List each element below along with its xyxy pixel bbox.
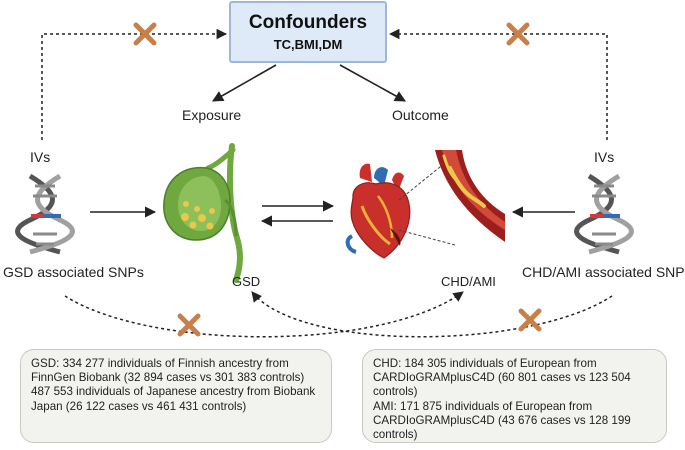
- confounder-to-outcome-arrow: [339, 64, 406, 102]
- gsd-snps-label: GSD associated SNPs: [3, 264, 144, 280]
- gsd-snps-to-chd-path: [64, 291, 464, 338]
- exposure-label: Exposure: [182, 107, 242, 123]
- gsd-info-box: GSD: 334 277 individuals of Finnish ance…: [20, 349, 332, 443]
- confounders-box: Confounders TC,BMI,DM: [229, 1, 387, 63]
- gallbladder-liver-icon: [163, 143, 243, 283]
- cross-mark-icon: [177, 313, 201, 337]
- gsd-label: GSD: [232, 274, 261, 289]
- gsd-info-line-2: 487 553 individuals of Japanese ancestry…: [31, 385, 316, 413]
- cross-mark-icon: [518, 308, 542, 332]
- cross-mark-icon: [133, 22, 157, 46]
- chd-info-line-2: AMI: 171 875 individuals of European fro…: [373, 399, 631, 442]
- ivs-left-label: IVs: [30, 149, 51, 165]
- iv-to-confounder-left-path: [41, 28, 228, 140]
- confounders-title: Confounders: [248, 12, 368, 33]
- chd-snps-label: CHD/AMI associated SNPs: [522, 264, 685, 280]
- chd-info-box: CHD: 184 305 individuals of European fro…: [362, 349, 667, 443]
- confounder-to-exposure-arrow: [212, 64, 277, 102]
- chd-ami-label: CHD/AMI: [441, 274, 496, 289]
- ivs-right-label: IVs: [594, 149, 615, 165]
- dna-helix-icon: [574, 173, 634, 255]
- cross-mark-icon: [506, 22, 530, 46]
- dna-helix-icon: [15, 173, 75, 255]
- confounders-subtitle: TC,BMI,DM: [273, 37, 343, 52]
- iv-to-confounder-right-path: [388, 28, 608, 140]
- zoom-connector-line: [398, 229, 456, 246]
- gsd-info-line-1: GSD: 334 277 individuals of Finnish ance…: [31, 357, 305, 385]
- heart-icon: [345, 163, 411, 259]
- chd-snps-to-gsd-path: [251, 291, 613, 338]
- chd-info-line-1: CHD: 184 305 individuals of European fro…: [373, 357, 631, 399]
- artery-plaque-icon: [435, 150, 505, 242]
- outcome-label: Outcome: [392, 107, 449, 123]
